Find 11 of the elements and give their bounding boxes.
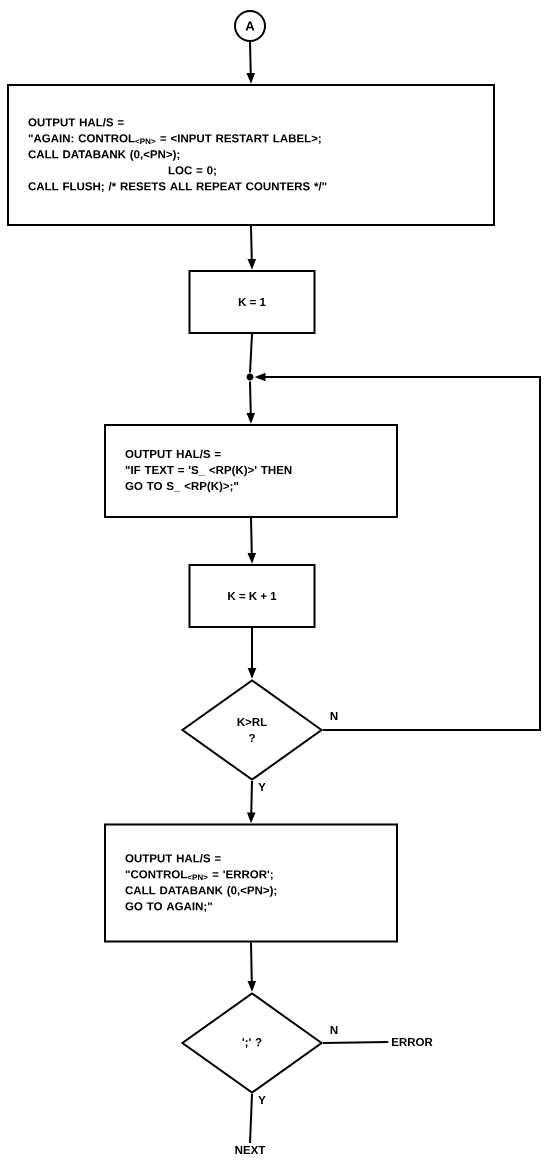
terminal-label: NEXT: [235, 1146, 266, 1154]
edge-label: Y: [258, 783, 266, 791]
terminal-label: ERROR: [392, 1037, 433, 1047]
edge-label: N: [330, 1026, 338, 1034]
edge-label: Y: [258, 1096, 266, 1104]
process-box: K = 1: [188, 270, 316, 334]
process-box: OUTPUT HAL/S = "CONTROL$_{<PN>}$ = 'ERROR'; CALL DATABANK (0,<PN>); GO TO AGAIN;": [104, 823, 398, 943]
process-box: OUTPUT HAL/S = "AGAIN: CONTROL$_{<PN>}$ = <INPUT RESTART LABEL>; CALL DATABANK (0,<PN>); LOC = 0; CALL FLUSH; /* RESETS ALL REPEAT COUNTERS */": [7, 84, 495, 226]
process-box: OUTPUT HAL/S = "IF TEXT = 'S_ <RP(K)>' THEN GO TO S_ <RP(K)>;": [104, 424, 398, 518]
process-box: K = K + 1: [188, 564, 316, 628]
edge-label: N: [330, 712, 338, 720]
